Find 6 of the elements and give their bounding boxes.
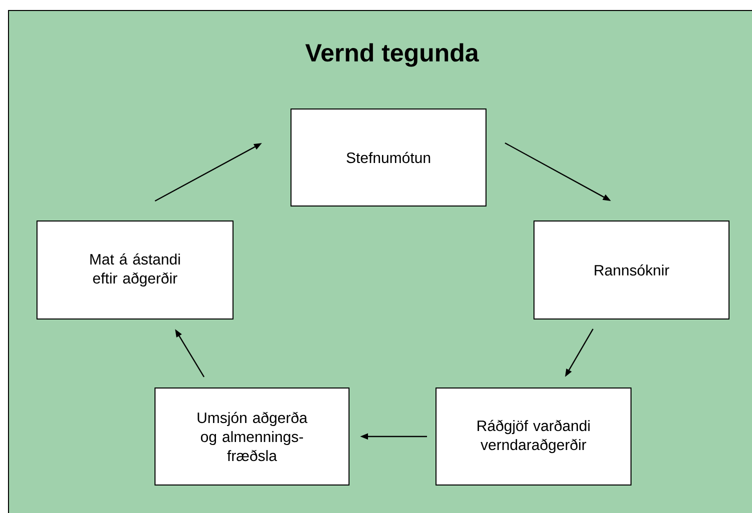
process-box: Mat á ástandi eftir aðgerðir — [36, 220, 234, 320]
process-box: Ráðgjöf varðandi verndaraðgerðir — [436, 387, 632, 486]
process-box: Rannsóknir — [534, 220, 730, 320]
process-box: Stefnumótun — [290, 108, 486, 206]
process-box: Umsjón aðgerða og almennings- fræðsla — [154, 387, 350, 486]
title: Vernd tegunda — [305, 43, 479, 67]
